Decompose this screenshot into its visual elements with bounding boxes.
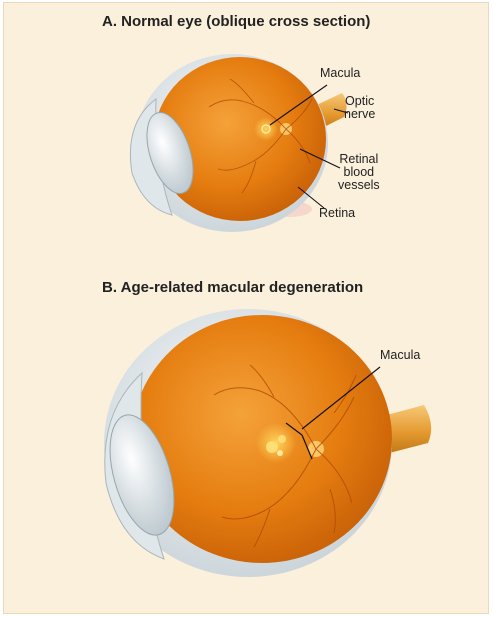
panel-b-title: B. Age-related macular degeneration (102, 279, 363, 296)
label-retina: Retina (319, 207, 355, 220)
figure-panel: A. Normal eye (oblique cross section) B.… (3, 2, 489, 614)
eye-illustrations (4, 3, 490, 615)
label-macula-a: Macula (320, 67, 360, 80)
panel-a-title: A. Normal eye (oblique cross section) (102, 13, 370, 30)
normal-eye-illustration (130, 54, 346, 232)
label-optic-nerve: Optic nerve (344, 95, 375, 121)
label-retinal-blood-vessels: Retinal blood vessels (338, 153, 380, 192)
label-macula-b: Macula (380, 349, 420, 362)
